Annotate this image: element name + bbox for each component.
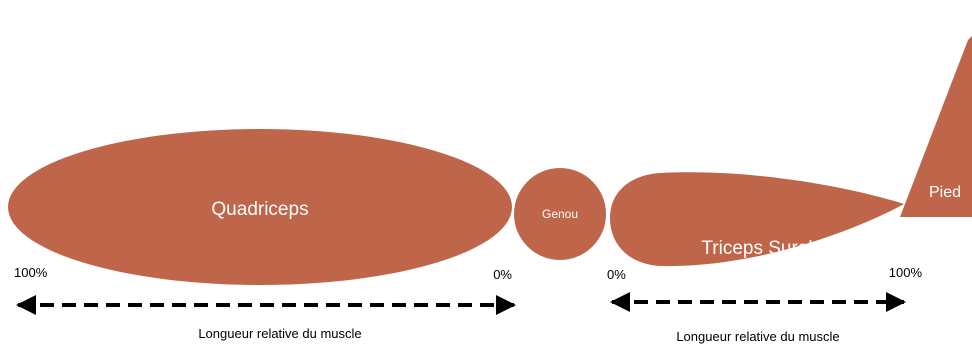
left-scale-start-label: 100%	[14, 265, 48, 280]
knee-label: Genou	[542, 207, 578, 221]
foot-label: Pied	[929, 184, 961, 201]
triceps-shape	[610, 172, 904, 267]
right-scale-start-label: 0%	[607, 267, 626, 282]
foot-shape	[900, 36, 972, 217]
left-scale-caption: Longueur relative du muscle	[198, 326, 361, 341]
quadriceps-label: Quadriceps	[211, 199, 308, 220]
left-scale-end-label: 0%	[493, 267, 512, 282]
knee-shape	[514, 168, 606, 260]
right-scale-end-label: 100%	[889, 265, 923, 280]
quadriceps-shape	[8, 129, 512, 285]
triceps-label: Triceps Sural	[701, 238, 812, 259]
right-scale-caption: Longueur relative du muscle	[676, 329, 839, 344]
